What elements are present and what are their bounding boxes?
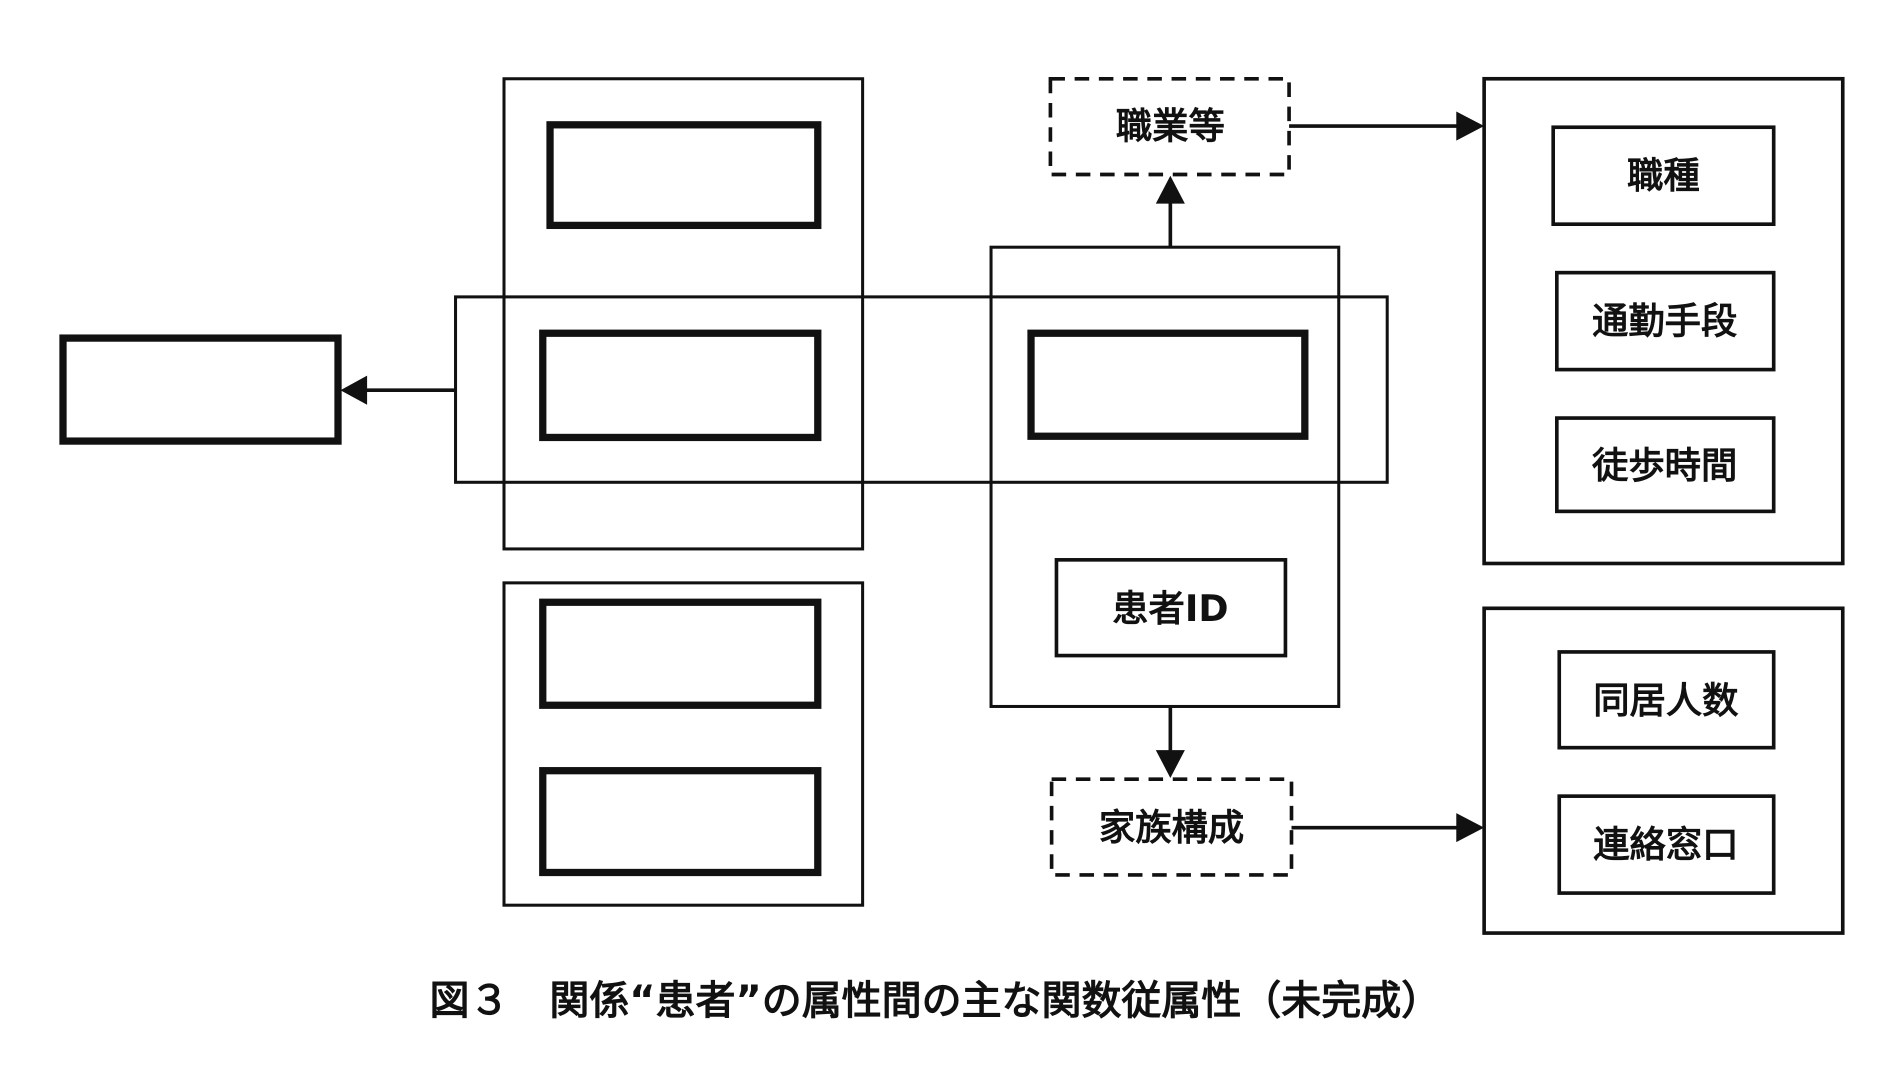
arrowhead-up <box>1155 175 1185 204</box>
contact-window-label: 連絡窓口 <box>1593 823 1738 866</box>
arrowhead-down <box>1155 750 1185 778</box>
center-group <box>989 245 1341 708</box>
household-size-label: 同居人数 <box>1593 679 1739 722</box>
patient-id-label: 患者ID <box>1112 587 1228 630</box>
walking-time-box <box>1555 416 1776 514</box>
household-size-box <box>1557 650 1776 750</box>
blank-target-box <box>59 334 342 445</box>
blank-attribute-box-2 <box>539 329 822 442</box>
left-group-top <box>502 77 865 551</box>
blank-attribute-box-5 <box>1027 329 1309 440</box>
walking-time-label: 徒歩時間 <box>1591 444 1737 487</box>
blank-attribute-box-1 <box>546 121 822 230</box>
figure-caption: 図３ 関係“患者”の属性間の主な関数従属性（未完成） <box>429 978 1441 1024</box>
arrowhead-left <box>340 375 368 405</box>
commute-means-label: 通勤手段 <box>1592 300 1738 343</box>
occupation-group-box <box>1048 76 1291 177</box>
patient-id-box <box>1054 558 1288 658</box>
job-type-box <box>1551 125 1776 226</box>
occupation-group-label: 職業等 <box>1116 105 1225 148</box>
family-group-label: 家族構成 <box>1099 806 1244 849</box>
blank-attribute-box-3 <box>539 598 822 709</box>
arrowhead-right-2 <box>1456 813 1485 843</box>
job-type-label: 職種 <box>1627 154 1700 197</box>
arrowhead-right-1 <box>1456 111 1485 141</box>
family-group-box <box>1049 777 1294 877</box>
contact-window-box <box>1557 794 1776 895</box>
left-group-bottom <box>502 581 865 907</box>
commute-means-box <box>1555 270 1776 372</box>
blank-attribute-box-4 <box>539 767 822 877</box>
